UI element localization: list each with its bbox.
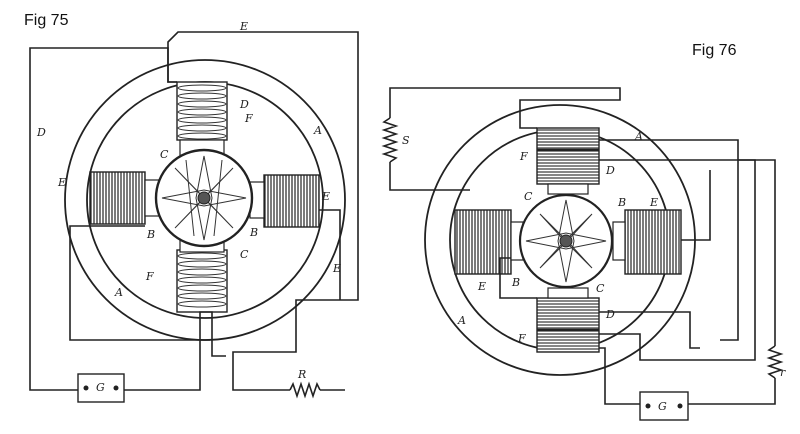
fig76-label-b-left: B <box>511 276 520 289</box>
fig75-coil-right <box>263 174 320 228</box>
fig76-coil-bottom <box>536 297 600 353</box>
fig76-pole-right <box>612 221 626 261</box>
fig76-label-f-top: F <box>519 150 528 163</box>
fig76-label-f-bottom: F <box>517 332 526 345</box>
fig76-terminal-left <box>645 403 651 409</box>
fig75-caption: Fig 75 <box>24 12 69 29</box>
fig75-label-f-bottom: F <box>145 270 154 283</box>
fig75-label-r: R <box>297 368 306 381</box>
fig75-label-d-top: D <box>239 98 249 111</box>
fig75-label-g: G <box>96 381 105 394</box>
fig76-label-e-right: E <box>649 196 658 209</box>
fig76-label-a-bottom: A <box>457 314 466 327</box>
fig76-terminal-right <box>677 403 683 409</box>
fig75-label-e-right: E <box>321 190 330 203</box>
fig75-label-a-left: A <box>114 286 123 299</box>
fig75-label-a-right: A <box>313 124 322 137</box>
fig76-label-b-right: B <box>617 196 626 209</box>
fig76-coil-left <box>454 209 512 275</box>
fig76-caption: Fig 76 <box>692 42 737 59</box>
fig76-resistor-r <box>766 345 784 379</box>
fig76: F F D D A A B B C C E E G S r <box>381 87 786 421</box>
fig76-pole-top <box>547 183 589 195</box>
fig75-label-e-bottom: E <box>332 262 341 275</box>
fig76-label-e-left: E <box>477 280 486 293</box>
fig75-coil-left <box>89 171 146 225</box>
fig75-label-d-left: D <box>36 126 46 139</box>
fig76-coil-top <box>536 127 600 185</box>
fig76-label-a-top: A <box>634 130 643 143</box>
fig76-coil-right <box>624 209 682 275</box>
fig76-label-d-bottom: D <box>605 308 615 321</box>
fig75: E E E E D D F F A A B B C C G R <box>29 20 359 403</box>
fig75-terminal-right <box>113 385 119 391</box>
fig76-wires <box>389 87 776 405</box>
fig75-coil-top-windings <box>177 84 227 140</box>
fig75-shaft <box>197 191 211 205</box>
fig76-label-s: S <box>402 134 410 147</box>
fig75-label-c-top: C <box>160 148 169 161</box>
fig76-pole-bottom <box>547 287 589 299</box>
fig76-armature-blades <box>525 199 607 283</box>
fig75-resistor <box>289 381 321 399</box>
fig75-label-f-top: F <box>244 112 253 125</box>
fig76-label-c-top: C <box>524 190 533 203</box>
fig75-label-b-left: B <box>146 228 155 241</box>
fig76-label-r: r <box>780 366 786 379</box>
fig75-terminal-left <box>83 385 89 391</box>
fig75-label-e-left: E <box>57 176 66 189</box>
fig76-label-g: G <box>658 400 667 413</box>
fig75-label-e-top: E <box>239 20 248 33</box>
fig75-label-b-right: B <box>249 226 258 239</box>
fig75-label-c-bottom: C <box>240 248 249 261</box>
fig76-shaft <box>559 234 573 248</box>
fig75-coil-bottom-windings <box>177 252 227 308</box>
fig76-label-d-top: D <box>605 164 615 177</box>
fig75-wires <box>29 31 359 391</box>
fig76-resistor-s <box>381 117 399 163</box>
fig75-armature-blades <box>161 155 247 241</box>
fig76-label-c-bottom: C <box>596 282 605 295</box>
